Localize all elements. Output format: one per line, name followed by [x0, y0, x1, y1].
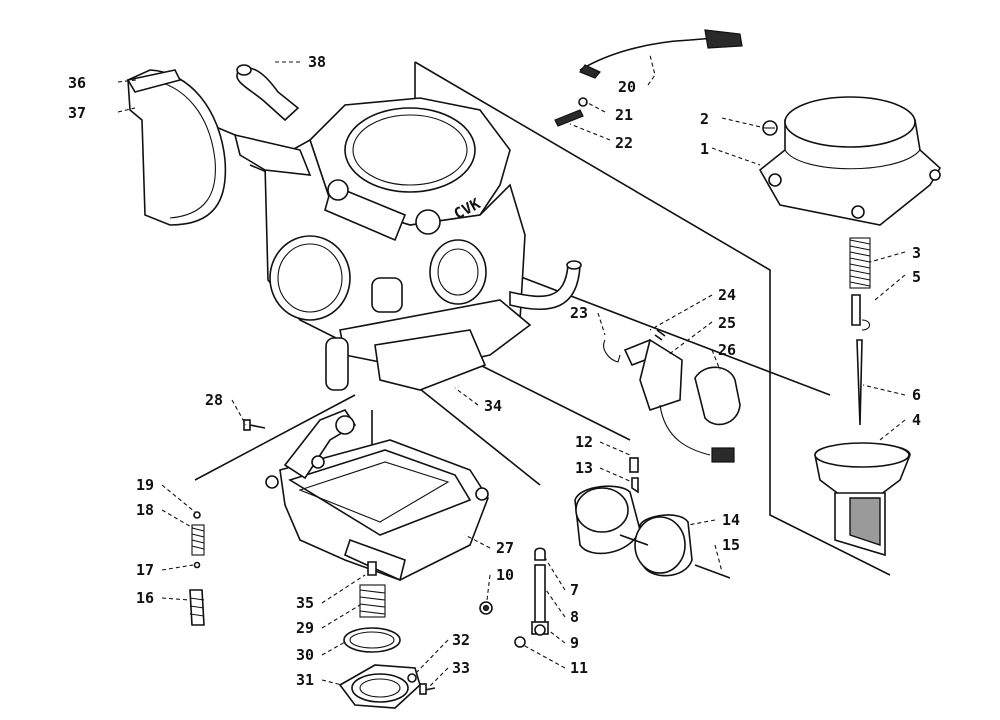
label-13: 13: [575, 459, 593, 477]
label-25: 25: [718, 314, 736, 332]
piston-assembly: [814, 237, 911, 557]
label-21: 21: [615, 106, 633, 124]
label-12: 12: [575, 433, 593, 451]
label-28: 28: [205, 391, 223, 409]
label-35: 35: [296, 594, 314, 612]
label-30: 30: [296, 646, 314, 664]
vent-hose: [236, 64, 300, 122]
label-15: 15: [722, 536, 740, 554]
label-33: 33: [452, 659, 470, 677]
throttle-cable-parts: [554, 29, 743, 127]
label-16: 16: [136, 589, 154, 607]
label-9: 9: [570, 634, 579, 652]
label-14: 14: [722, 511, 740, 529]
label-7: 7: [570, 581, 579, 599]
pilot-screw-parts: [189, 511, 205, 626]
label-5: 5: [912, 268, 921, 286]
label-22: 22: [615, 134, 633, 152]
label-17: 17: [136, 561, 154, 579]
label-38: 38: [308, 53, 326, 71]
label-36: 36: [68, 74, 86, 92]
label-37: 37: [68, 104, 86, 122]
callout-labels: 36 37 38 20 21 22 2 1 3 5 6 4 24 25 23 2…: [68, 53, 921, 689]
main-jet-parts: [479, 547, 549, 648]
screw-28: [243, 419, 266, 431]
label-27: 27: [496, 539, 514, 557]
label-20: 20: [618, 78, 636, 96]
label-11: 11: [570, 659, 588, 677]
float-chamber-cover: [126, 69, 227, 226]
label-32: 32: [452, 631, 470, 649]
label-8: 8: [570, 608, 579, 626]
label-3: 3: [912, 244, 921, 262]
label-10: 10: [496, 566, 514, 584]
top-cap: [758, 96, 942, 226]
leader-lines: [117, 54, 906, 689]
float-bowl: [265, 409, 489, 582]
label-1: 1: [700, 140, 709, 158]
label-26: 26: [718, 341, 736, 359]
drain-plate-parts: [338, 561, 436, 709]
label-19: 19: [136, 476, 154, 494]
label-6: 6: [912, 386, 921, 404]
choke-assembly: [603, 329, 741, 463]
label-34: 34: [484, 397, 502, 415]
label-23: 23: [570, 304, 588, 322]
label-29: 29: [296, 619, 314, 637]
label-18: 18: [136, 501, 154, 519]
label-24: 24: [718, 286, 736, 304]
float-assembly: [574, 457, 731, 579]
label-2: 2: [700, 110, 709, 128]
label-31: 31: [296, 671, 314, 689]
carburetor-body: CVK: [233, 97, 582, 391]
label-4: 4: [912, 411, 921, 429]
